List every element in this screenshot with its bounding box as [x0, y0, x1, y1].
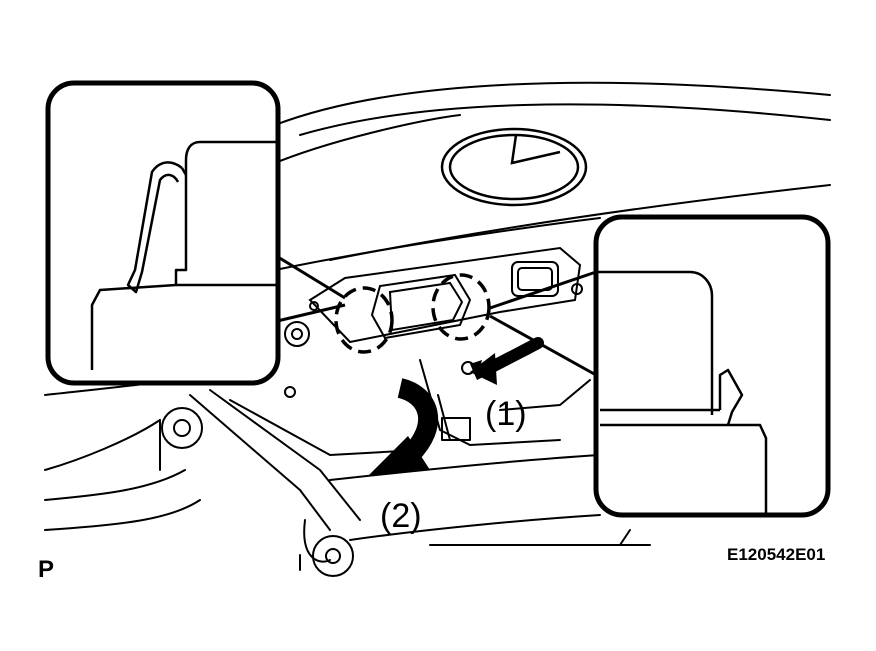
emblem-icon: [440, 127, 588, 207]
retainer-plate: [308, 246, 583, 344]
step-1-label: (1): [485, 395, 527, 433]
panel-background: [44, 81, 831, 571]
arrow-step-1-icon: [470, 337, 544, 385]
arrow-step-2-icon: [368, 378, 438, 476]
detail-callout-right: [593, 214, 831, 518]
illustration-code: E120542E01: [727, 545, 825, 564]
corner-mark: P: [38, 556, 54, 583]
mounting-bosses: [161, 301, 475, 577]
detail-callout-left: [45, 80, 281, 386]
clip-highlight-circles: [334, 273, 491, 354]
step-2-label: (2): [380, 497, 422, 535]
